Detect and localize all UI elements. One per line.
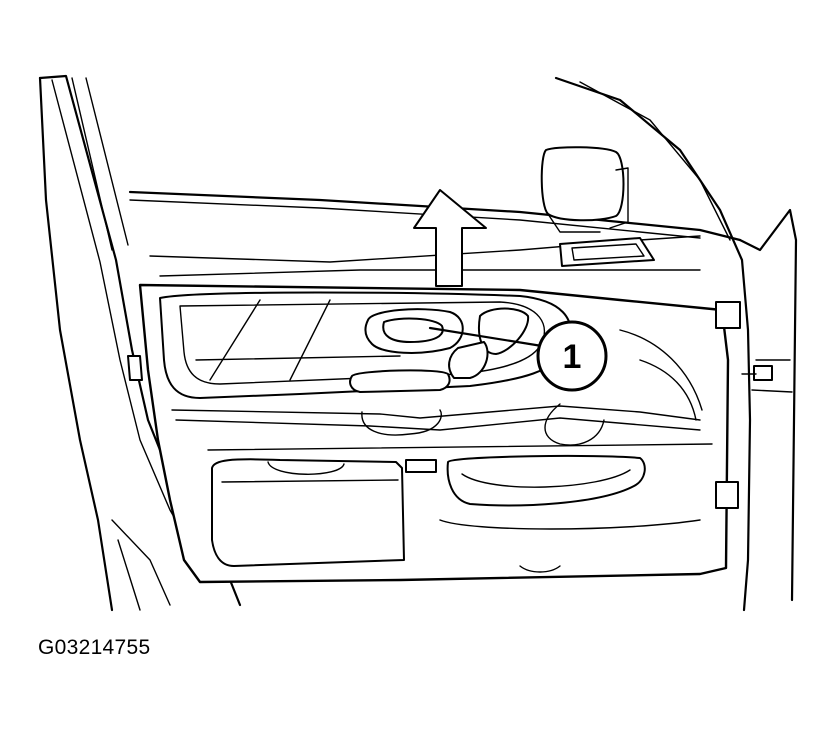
window-frame bbox=[128, 76, 798, 612]
upward-arrow-icon bbox=[413, 189, 487, 287]
figure-code: G03214755 bbox=[38, 636, 151, 659]
callout-number: 1 bbox=[563, 338, 582, 376]
callout-1: 1 bbox=[428, 320, 608, 392]
dashboard-background bbox=[149, 235, 701, 277]
door-hinges bbox=[127, 301, 773, 509]
side-mirror bbox=[540, 146, 629, 233]
